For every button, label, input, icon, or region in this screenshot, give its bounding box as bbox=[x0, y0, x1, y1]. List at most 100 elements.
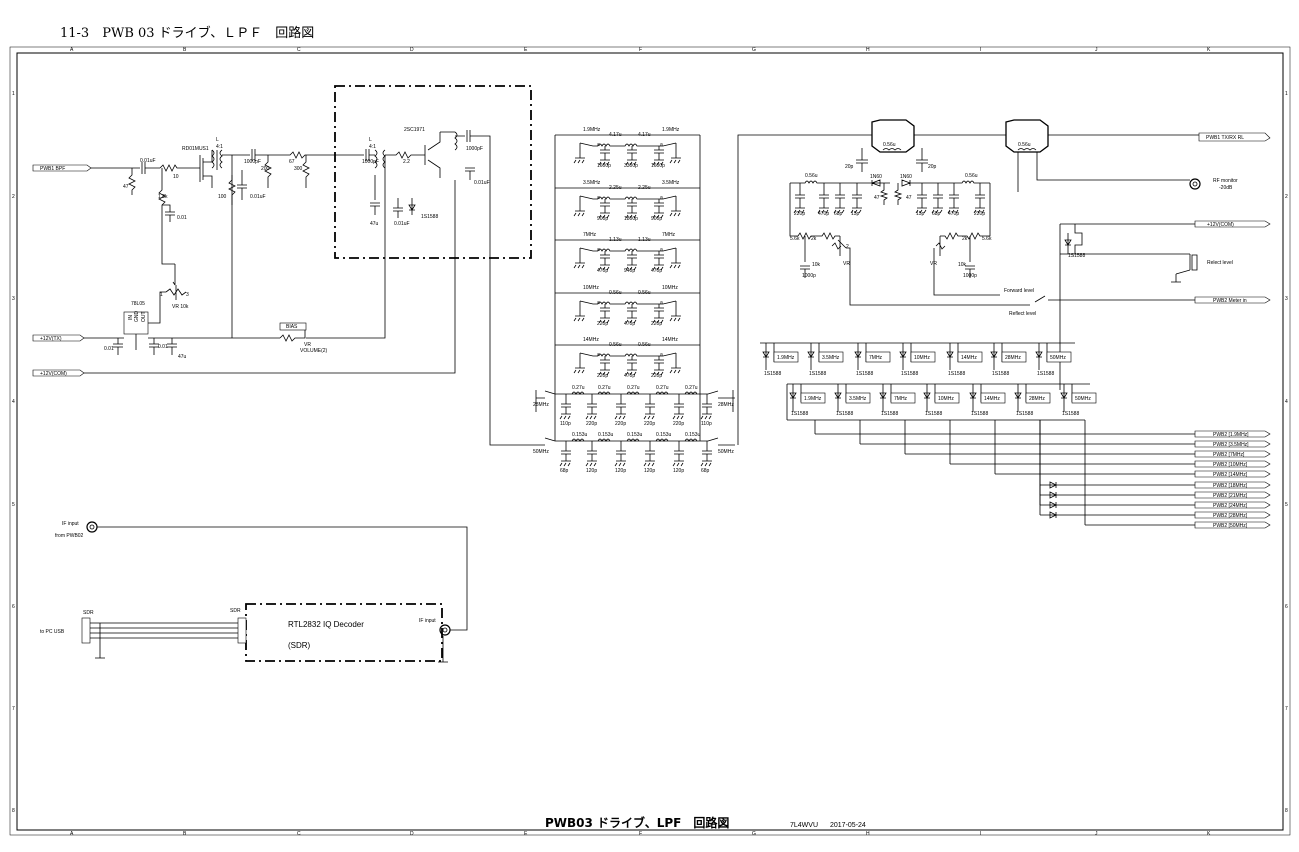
band-label: 14MHz bbox=[583, 337, 599, 343]
svg-text:a: a bbox=[597, 195, 600, 201]
svg-text:GND: GND bbox=[134, 311, 140, 323]
relay-band: 14MHz bbox=[984, 396, 1000, 402]
relay-diode: 1S1588 bbox=[836, 411, 853, 417]
band-label: 1.9MHz bbox=[662, 127, 680, 133]
row-label: 4 bbox=[12, 399, 15, 405]
svg-text:47u: 47u bbox=[370, 221, 379, 227]
svg-text:RF monitor: RF monitor bbox=[1213, 178, 1238, 184]
svg-text:0.01: 0.01 bbox=[177, 215, 187, 221]
svg-text:5.6k: 5.6k bbox=[790, 236, 800, 242]
col-label: D bbox=[410, 831, 414, 837]
capacitor-label: 470p bbox=[624, 321, 635, 327]
band-relays: 1.9MHz1S15883.5MHz1S15887MHz1S158810MHz1… bbox=[760, 342, 1271, 529]
svg-text:a: a bbox=[660, 195, 663, 201]
svg-text:10: 10 bbox=[173, 174, 179, 180]
pwb2-meter-port bbox=[1194, 296, 1271, 304]
svg-text:1000pF: 1000pF bbox=[244, 159, 261, 165]
capacitor-label: 120p bbox=[644, 468, 655, 474]
svg-text:Reflect level: Reflect level bbox=[1009, 311, 1036, 317]
inductor-label: 0.56u bbox=[638, 342, 651, 348]
relay-band: 1.9MHz bbox=[777, 355, 795, 361]
svg-text:0.01uF: 0.01uF bbox=[140, 158, 156, 164]
decoder-sub: (SDR) bbox=[288, 641, 311, 650]
pwb2-port: PWB2 [28MHz] bbox=[1039, 420, 1271, 519]
svg-text:0.56u: 0.56u bbox=[965, 173, 978, 179]
capacitor-label: 220p bbox=[586, 421, 597, 427]
svg-text:67: 67 bbox=[289, 159, 295, 165]
capacitor-label: 1600p bbox=[597, 163, 611, 169]
inductor-label: 0.56u bbox=[609, 342, 622, 348]
col-label: A bbox=[70, 831, 74, 837]
svg-text:Relect level: Relect level bbox=[1207, 260, 1233, 266]
svg-text:OUT: OUT bbox=[141, 311, 147, 322]
pwb1-txrx-port bbox=[1198, 132, 1271, 142]
inductor-label: 0.56u bbox=[638, 290, 651, 296]
capacitor-label: 68p bbox=[560, 468, 569, 474]
col-label: D bbox=[410, 47, 414, 53]
relay-diode: 1S1588 bbox=[948, 371, 965, 377]
svg-text:a: a bbox=[597, 142, 600, 148]
capacitor-label: 900p bbox=[597, 216, 608, 222]
capacitor-label: 220p bbox=[644, 421, 655, 427]
capacitor-label: 220p bbox=[673, 421, 684, 427]
pwb2-port: PWB2 [10MHz] bbox=[949, 420, 1271, 468]
capacitor-label: 3300p bbox=[624, 163, 638, 169]
col-label: J bbox=[1095, 831, 1098, 837]
capacitor-label: 470p bbox=[948, 211, 959, 217]
inductor-label: 0.27u bbox=[656, 385, 669, 391]
svg-text:VR: VR bbox=[304, 342, 311, 348]
relay-bottom: 14MHz 1S1588 bbox=[969, 384, 1006, 417]
inductor-label: 0.153u bbox=[656, 432, 672, 438]
capacitor-label: 470p bbox=[624, 373, 635, 379]
svg-text:from PWB02: from PWB02 bbox=[55, 533, 84, 539]
svg-text:2.2: 2.2 bbox=[403, 159, 410, 165]
svg-text:0.56u: 0.56u bbox=[805, 173, 818, 179]
col-label: A bbox=[70, 47, 74, 53]
svg-text:200: 200 bbox=[261, 166, 270, 172]
svg-text:1S1588: 1S1588 bbox=[421, 214, 438, 220]
svg-text:IN: IN bbox=[128, 315, 134, 320]
pwb1-bpf-label: PWB1 BPF bbox=[40, 166, 65, 172]
capacitor-label: 68p bbox=[834, 211, 843, 217]
relay-diode: 1S1588 bbox=[1062, 411, 1079, 417]
relay-band: 1.9MHz bbox=[804, 396, 822, 402]
pwb2-port: PWB2 [3.5MHz] bbox=[859, 420, 1271, 448]
svg-text:VR: VR bbox=[843, 261, 850, 267]
svg-text:1000p: 1000p bbox=[802, 273, 816, 279]
row-label: 3 bbox=[1285, 296, 1288, 302]
col-label: G bbox=[752, 47, 756, 53]
svg-text:-20dB: -20dB bbox=[1219, 185, 1233, 191]
band-label: 7MHz bbox=[583, 232, 597, 238]
col-label: B bbox=[183, 831, 187, 837]
capacitor-label: 470p bbox=[651, 268, 662, 274]
footer-title: PWB03 ドライブ、LPF 回路図 bbox=[545, 815, 729, 830]
lpf-bank bbox=[535, 135, 734, 441]
relay-diode: 1S1588 bbox=[971, 411, 988, 417]
relay-diode: 1S1588 bbox=[992, 371, 1009, 377]
svg-text:BIAS: BIAS bbox=[286, 324, 298, 330]
port-label: PWB2 [14MHz] bbox=[1213, 472, 1248, 478]
svg-text:0.01: 0.01 bbox=[158, 344, 168, 350]
svg-text:47u: 47u bbox=[178, 354, 187, 360]
col-label: G bbox=[752, 831, 756, 837]
band-label: 10MHz bbox=[583, 285, 599, 291]
swr-sensor: PWB1 TX/RX RL 0.56u 0.56u RF monitor -20… bbox=[737, 119, 1271, 445]
svg-text:IF input: IF input bbox=[62, 521, 79, 527]
svg-text:0.01: 0.01 bbox=[104, 346, 114, 352]
capacitor-label: 220p bbox=[597, 321, 608, 327]
relay-band: 10MHz bbox=[938, 396, 954, 402]
row-label: 1 bbox=[12, 91, 15, 97]
svg-text:1000pF: 1000pF bbox=[466, 146, 483, 152]
inductor-label: 2.25u bbox=[609, 185, 622, 191]
band-label: 50MHz bbox=[718, 449, 734, 455]
capacitor-label: 68p bbox=[932, 211, 941, 217]
relay-band: 7MHz bbox=[869, 355, 883, 361]
svg-text:5.6k: 5.6k bbox=[982, 236, 992, 242]
port-label: PWB2 [24MHz] bbox=[1213, 503, 1248, 509]
svg-text:RD01MUS1: RD01MUS1 bbox=[182, 146, 209, 152]
pwb2-port: PWB2 [50MHz] bbox=[1084, 420, 1271, 529]
